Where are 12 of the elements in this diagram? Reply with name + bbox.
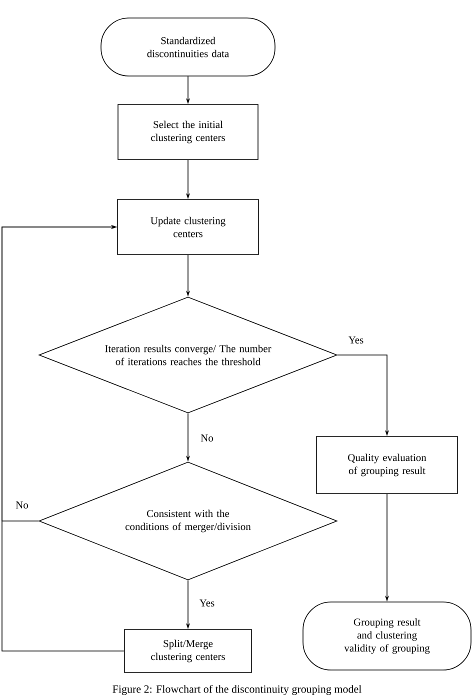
edge-label: No — [200, 434, 214, 442]
terminal-box: Grouping result and clustering validity of grouping — [302, 602, 472, 670]
terminal-box: Standardized discontinuities data — [100, 18, 276, 76]
process-box: Update clustering centers — [117, 199, 259, 255]
arrow — [2, 224, 124, 652]
process-box: Quality evaluation of grouping result — [316, 436, 458, 494]
edge-label: Yes — [198, 598, 216, 608]
edge-label: Yes — [347, 336, 365, 344]
process-box: Select the initial clustering centers — [118, 104, 258, 160]
process-box: Split/Merge clustering centers — [124, 629, 252, 673]
caption: Figure 2: Flowchart of the discontinuity grouping model — [112, 684, 362, 695]
edge-label: No — [14, 500, 30, 510]
